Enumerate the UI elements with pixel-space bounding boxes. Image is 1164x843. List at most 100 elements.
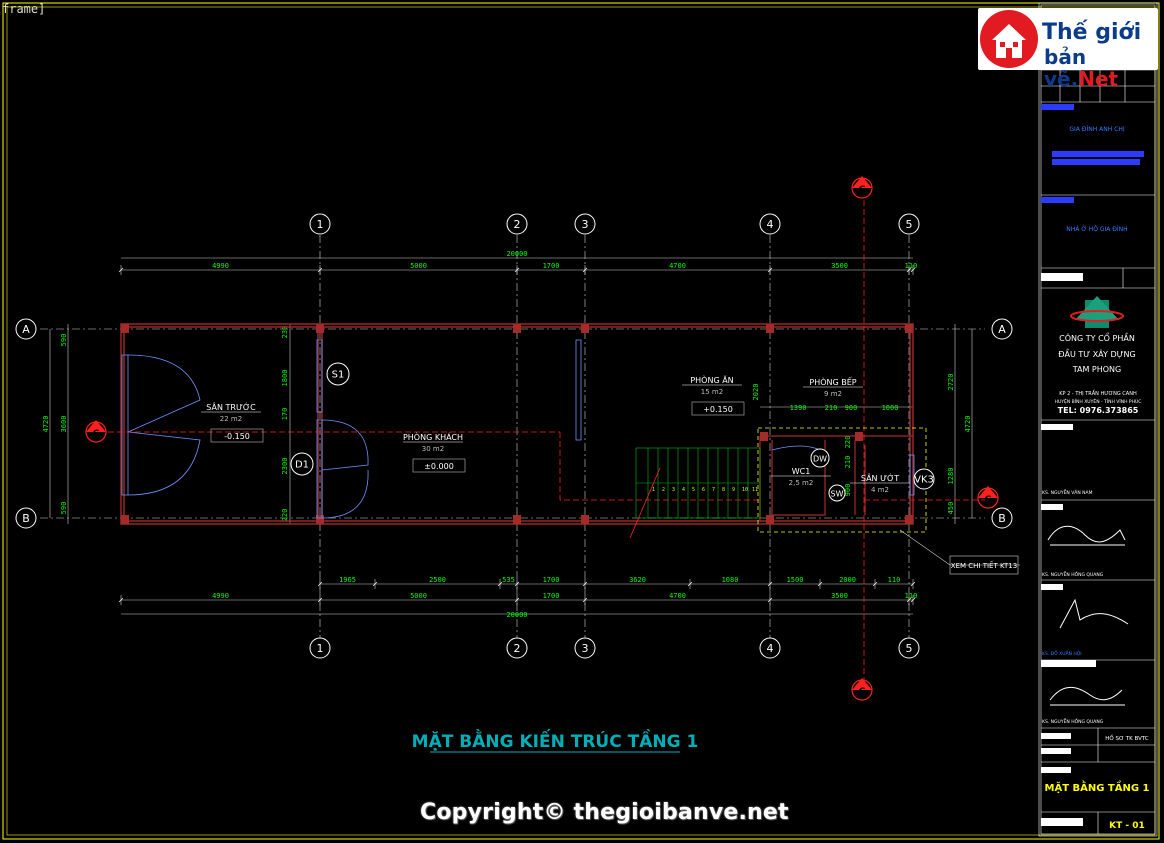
stair-number-8: 8 bbox=[722, 487, 725, 493]
person-1: KS. NGUYỄN VĂN NAM bbox=[1042, 488, 1093, 496]
stair bbox=[635, 447, 761, 519]
dim-top-slash-0 bbox=[118, 267, 124, 273]
doc-type: HỒ SƠ TK BVTC bbox=[1105, 733, 1149, 742]
dim-front-3: 2300 bbox=[281, 458, 289, 475]
dim-right-total: 4720 bbox=[964, 416, 972, 433]
axis-bubble-bottom-3-label: 3 bbox=[582, 642, 589, 655]
tag-S1-circle bbox=[326, 362, 350, 386]
room-level-box-2 bbox=[691, 401, 745, 416]
axis-bubble-bottom-3-circle bbox=[574, 637, 596, 659]
site-logo[interactable]: Thế giới bản vẽ.Net bbox=[978, 8, 1158, 90]
column-6 bbox=[121, 515, 129, 524]
dim-bottom-detail-slash-6 bbox=[767, 581, 773, 587]
dim-stair-depth: 2020 bbox=[752, 384, 760, 401]
dim-bottom-detail-text-4: 3620 bbox=[629, 576, 646, 584]
tag-DW: DW bbox=[813, 455, 827, 464]
section-marker-bottom-label: C bbox=[859, 687, 866, 697]
dim-bottom-detail-slash-8 bbox=[872, 581, 878, 587]
company-logo-icon bbox=[1070, 296, 1124, 328]
dim-bottom-detail-text-1: 2500 bbox=[429, 576, 446, 584]
column-9 bbox=[581, 515, 589, 524]
dim-top-text-1: 5000 bbox=[410, 262, 427, 270]
dim-total-bottom-text: 20000 bbox=[506, 611, 527, 619]
dim-total-top-text: 20000 bbox=[506, 250, 527, 258]
dim-bottom-slash-5 bbox=[906, 597, 912, 603]
logo-net: Net bbox=[1078, 67, 1119, 91]
tag-SW: SW bbox=[831, 490, 844, 499]
axis-bubble-top-1-circle bbox=[309, 213, 331, 235]
tag-S1: S1 bbox=[332, 370, 345, 381]
stair-number-5: 5 bbox=[692, 487, 695, 493]
door-swings bbox=[121, 339, 915, 519]
dim-bottom-slash-2 bbox=[514, 597, 520, 603]
dim-bottom-slash-1 bbox=[317, 597, 323, 603]
stair-number-6: 6 bbox=[702, 487, 705, 493]
room-area-5: 4 m2 bbox=[871, 486, 889, 494]
room-area-1: 30 m2 bbox=[422, 445, 444, 453]
axis-bubble-top-4-circle bbox=[759, 213, 781, 235]
dim-bottom-text-0: 4990 bbox=[212, 592, 229, 600]
dim-top-slash-2 bbox=[514, 267, 520, 273]
row-bubble-right-A-circle bbox=[991, 318, 1013, 340]
room-name-0: SÂN TRƯỚC bbox=[206, 401, 256, 412]
callout-box bbox=[949, 555, 1019, 575]
dim-bottom-detail-text-5: 1080 bbox=[722, 576, 739, 584]
dim-kitchen-1: 210 bbox=[825, 404, 838, 412]
person-2: KS. NGUYỄN HỒNG QUANG bbox=[1042, 569, 1104, 578]
column-4 bbox=[766, 324, 774, 333]
dim-kitchen-2: 900 bbox=[845, 404, 858, 412]
section-marker-top-arrow bbox=[852, 176, 872, 188]
column-7 bbox=[316, 515, 324, 524]
dimension-lines bbox=[49, 257, 973, 615]
axis-bubble-bottom-2-label: 2 bbox=[514, 642, 521, 655]
row-bubble-right-A-label: A bbox=[998, 323, 1006, 336]
project-label: NHÀ Ở HỘ GIA ĐÌNH bbox=[1066, 225, 1127, 233]
title-block-fills bbox=[1041, 104, 1144, 826]
dim-bottom-detail-text-7: 2000 bbox=[839, 576, 856, 584]
dim-bottom-text-1: 5000 bbox=[410, 592, 427, 600]
dim-top-text-2: 1700 bbox=[543, 262, 560, 270]
detail-box bbox=[757, 427, 927, 533]
column-2 bbox=[513, 324, 521, 333]
column-0 bbox=[121, 324, 129, 333]
dim-bottom-detail-text-2: 535 bbox=[502, 576, 515, 584]
dim-wc-1: 210 bbox=[844, 456, 852, 469]
room-name-5: SÂN ƯỚT bbox=[861, 472, 899, 483]
stair-number-11: 11 bbox=[752, 487, 758, 493]
stair-number-9: 9 bbox=[732, 487, 735, 493]
room-area-0: 22 m2 bbox=[220, 415, 242, 423]
row-bubble-right-B-circle bbox=[991, 507, 1013, 529]
column-1 bbox=[316, 324, 324, 333]
room-level-box-0 bbox=[210, 428, 264, 443]
axis-bubble-top-3-label: 3 bbox=[582, 218, 589, 231]
address-line-2: HUYỆN BÌNH XUYÊN - TỈNH VĨNH PHÚC bbox=[1055, 397, 1142, 405]
address-line-1: KP 2 - THỊ TRẤN HƯƠNG CANH bbox=[1059, 389, 1137, 397]
dim-bottom-text-3: 4700 bbox=[669, 592, 686, 600]
axis-bubble-top-2-label: 2 bbox=[514, 218, 521, 231]
stair-number-10: 10 bbox=[742, 487, 748, 493]
dim-top-slash-3 bbox=[582, 267, 588, 273]
column-8 bbox=[513, 515, 521, 524]
dim-kitchen-3: 1000 bbox=[882, 404, 899, 412]
axis-bubble-top-5-label: 5 bbox=[906, 218, 913, 231]
stair-number-7: 7 bbox=[712, 487, 715, 493]
section-marker-bottom-arrow bbox=[852, 678, 872, 690]
person-3: KS. ĐỖ XUÂN HỘI bbox=[1042, 649, 1082, 657]
column-3 bbox=[581, 324, 589, 333]
room-level-box-1 bbox=[412, 458, 466, 473]
tel: TEL: 0976.373865 bbox=[1058, 406, 1139, 415]
signature-images bbox=[1047, 525, 1129, 706]
logo-line-2: bản vẽ.Net bbox=[1044, 46, 1158, 90]
dim-top-text-3: 4700 bbox=[669, 262, 686, 270]
dim-bottom-detail-slash-9 bbox=[910, 581, 916, 587]
logo-line-1: Thế giới bbox=[1042, 20, 1142, 45]
stair-number-2: 2 bbox=[662, 487, 665, 493]
axis-bubble-top-5-circle bbox=[898, 213, 920, 235]
dim-bottom-slash-4 bbox=[767, 597, 773, 603]
dim-top-slash-6 bbox=[910, 267, 916, 273]
